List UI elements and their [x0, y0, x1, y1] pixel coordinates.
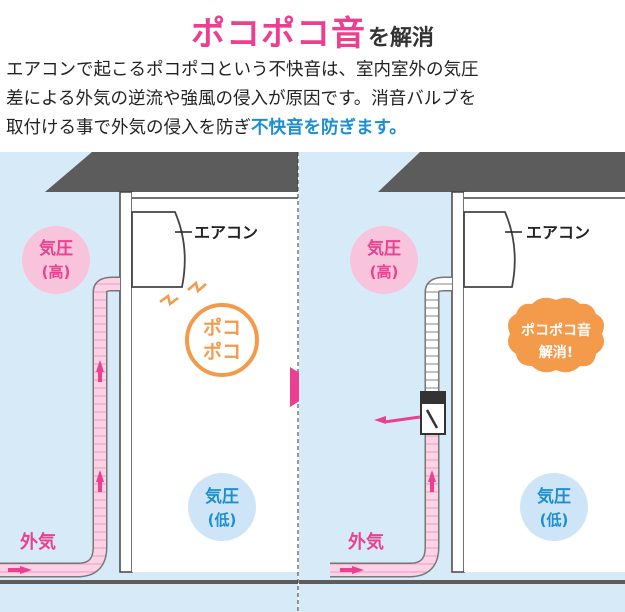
before-outside-pressure-sub: (高): [42, 263, 71, 281]
before-inside-pressure-sub: (低): [208, 511, 237, 529]
before-aircon-label: エアコン: [194, 223, 258, 242]
after-inside-pressure-sub: (低): [540, 511, 569, 529]
after-roof: [378, 152, 625, 192]
after-solved-label-1: ポコポコ音: [521, 322, 591, 339]
after-airflow-arrows: [340, 470, 436, 574]
before-noise-bubble: [185, 303, 259, 377]
before-outside-pressure-bubble: [22, 226, 90, 294]
after-inside-pressure-label: 気圧: [536, 486, 571, 507]
after-outside-pressure-bubble: [350, 226, 418, 294]
after-hose-lower: [330, 434, 438, 576]
after-solved-burst: [508, 297, 604, 373]
after-outside-pressure-sub: (高): [370, 263, 399, 281]
after-aircon-unit: [463, 211, 516, 288]
after-blocked-airflow-arrow: [374, 415, 421, 424]
after-panel: [299, 152, 625, 612]
description-line-3-text: 取付ける事で外気の侵入を防ぎ: [6, 118, 251, 138]
after-outside-air-label: 外気: [348, 531, 384, 553]
before-airflow-arrows: [8, 360, 104, 574]
before-roof: [45, 152, 298, 192]
before-noise-zap-2: [187, 280, 207, 294]
title-sub: を解消: [367, 26, 434, 51]
before-noise-label-1: ポコ: [203, 316, 241, 339]
before-hose: [0, 292, 106, 576]
before-inside-pressure-label: 気圧: [204, 486, 239, 507]
before-wall: [119, 191, 133, 573]
after-inside-pressure-bubble: [520, 473, 588, 541]
description: エアコンで起こるポコポコという不快音は、室内室外の気圧 差による外気の逆流や強風…: [6, 56, 621, 143]
comparison-diagram: 気圧 (高) エアコン ポコ ポコ 気圧 (低) 外気 気圧 (高) エアコン …: [0, 152, 625, 612]
before-inside-pressure-bubble: [188, 473, 256, 541]
title-main: ポコポコ音: [190, 14, 366, 54]
before-noise-zap-1: [159, 293, 179, 307]
description-highlight: 不快音を防ぎます。: [251, 118, 407, 138]
silencer-valve-cap: [421, 392, 445, 404]
after-outside-pressure-label: 気圧: [366, 238, 401, 259]
after-aircon-label: エアコン: [526, 223, 590, 242]
after-solved-label-2: 解消!: [539, 344, 573, 361]
before-outside-pressure-label: 気圧: [38, 238, 73, 259]
description-line-2: 差による外気の逆流や強風の侵入が原因です。消音バルブを: [6, 89, 477, 109]
before-aircon-unit: [131, 211, 186, 288]
before-noise-label-2: ポコ: [203, 340, 241, 363]
page-title: ポコポコ音を解消: [0, 6, 625, 55]
before-outside-air-label: 外気: [20, 531, 56, 553]
before-panel: [0, 152, 298, 612]
description-line-3: 取付ける事で外気の侵入を防ぎ不快音を防ぎます。: [6, 114, 621, 143]
description-line-1: エアコンで起こるポコポコという不快音は、室内室外の気圧: [6, 60, 479, 80]
after-wall: [451, 191, 465, 573]
